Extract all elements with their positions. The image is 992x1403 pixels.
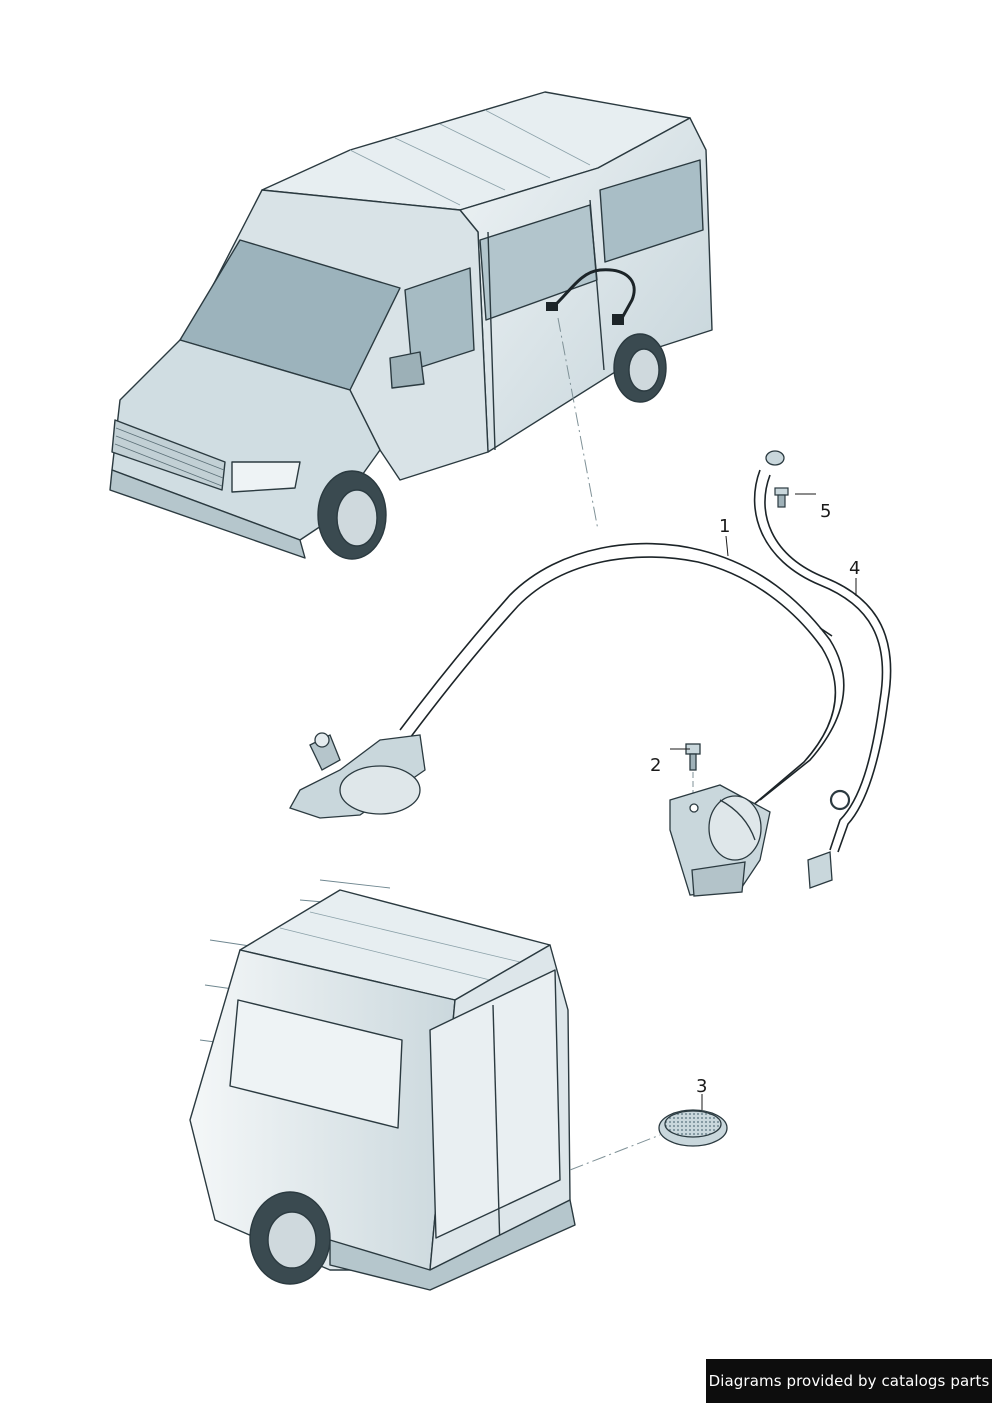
callout-3: 3 xyxy=(696,1076,707,1110)
lock-assembly-left xyxy=(289,732,426,819)
svg-text:4: 4 xyxy=(849,558,860,579)
callout-5: 5 xyxy=(795,493,831,522)
svg-text:3: 3 xyxy=(696,1076,707,1097)
leader-line-van-cable xyxy=(557,317,599,531)
rear-van-illustration xyxy=(189,879,576,1291)
catalog-credit-badge: Diagrams provided by catalogs parts xyxy=(706,1359,992,1403)
callout-1: 1 xyxy=(719,516,730,557)
svg-text:2: 2 xyxy=(650,755,661,776)
screw-part-5 xyxy=(774,487,789,508)
svg-text:1: 1 xyxy=(719,516,730,537)
front-van-illustration xyxy=(109,91,713,560)
svg-text:5: 5 xyxy=(820,501,831,522)
lock-assembly-right xyxy=(669,784,771,897)
van-cable-routing xyxy=(546,268,636,325)
earth-cable-terminals xyxy=(765,450,851,889)
bolt-part-2 xyxy=(685,743,701,771)
earth-cable-part xyxy=(753,469,892,853)
grommet-part-3 xyxy=(658,1109,728,1147)
callout-2: 2 xyxy=(650,748,690,776)
leader-line-grommet xyxy=(569,1134,661,1171)
release-cable-part xyxy=(399,542,845,807)
callout-4: 4 xyxy=(849,558,860,596)
